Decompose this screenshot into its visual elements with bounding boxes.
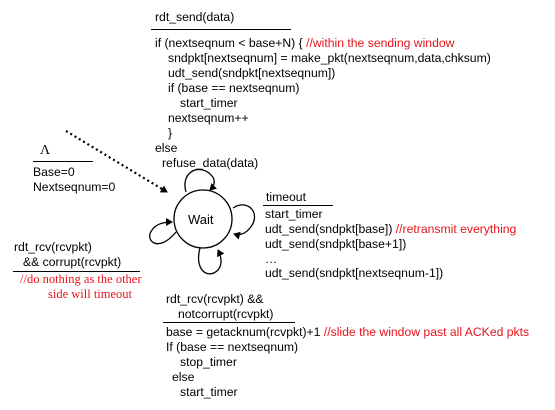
corrupt-event-line1: rdt_rcv(rcvpkt) — [14, 240, 92, 254]
action-line: start_timer — [180, 385, 238, 399]
action-line: udt_send(sndpkt[nextseqnum-1]) — [265, 266, 444, 280]
action-line: if (base == nextseqnum) — [168, 81, 300, 95]
wait-state-label: Wait — [188, 212, 214, 227]
action-line: … — [265, 252, 278, 266]
action-line: udt_send(sndpkt[base+1]) — [265, 237, 407, 251]
action-line: if (nextseqnum < base+N) { //within the … — [155, 36, 455, 50]
action-line: sndpkt[nextseqnum] = make_pkt(nextseqnum… — [168, 51, 491, 65]
corrupt-event-line2: && corrupt(rcvpkt) — [23, 255, 122, 269]
action-line: start_timer — [180, 96, 238, 110]
corrupt-separator — [13, 271, 140, 272]
action-line: If (base == nextseqnum) — [166, 340, 299, 354]
action-line: else — [172, 370, 195, 384]
init-nextseqnum: Nextseqnum=0 — [33, 180, 116, 194]
notcorrupt-event-line1: rdt_rcv(rcvpkt) && — [166, 292, 264, 306]
self-loop-timeout — [232, 204, 256, 240]
self-loop-notcorrupt — [197, 247, 225, 275]
corrupt-comment-line1: //do nothing as the other — [20, 272, 142, 286]
notcorrupt-separator — [163, 322, 295, 323]
action-line: else — [155, 141, 178, 155]
timeout-separator — [263, 205, 333, 206]
initial-separator — [33, 161, 93, 162]
init-base: Base=0 — [33, 165, 75, 179]
self-loop-rdt-send — [184, 168, 218, 193]
wait-state-circle — [173, 189, 233, 249]
corrupt-comment-line2: side will timeout — [48, 287, 133, 301]
initial-lambda: Λ — [40, 143, 51, 158]
self-loop-corrupt — [149, 218, 177, 245]
timeout-event: timeout — [266, 190, 306, 204]
notcorrupt-event-line2: notcorrupt(rcvpkt) — [178, 307, 274, 321]
action-line: base = getacknum(rcvpkt)+1 //slide the w… — [166, 325, 530, 339]
rdt-send-separator — [151, 29, 291, 30]
action-line: start_timer — [265, 207, 323, 221]
action-line: refuse_data(data) — [162, 156, 259, 170]
action-line: stop_timer — [180, 355, 237, 369]
action-line: udt_send(sndpkt[base]) //retransmit ever… — [265, 222, 517, 236]
action-line: udt_send(sndpkt[nextseqnum]) — [168, 66, 336, 80]
action-line: nextseqnum++ — [168, 111, 249, 125]
rdt-send-event: rdt_send(data) — [155, 10, 235, 24]
action-line: } — [168, 126, 173, 140]
